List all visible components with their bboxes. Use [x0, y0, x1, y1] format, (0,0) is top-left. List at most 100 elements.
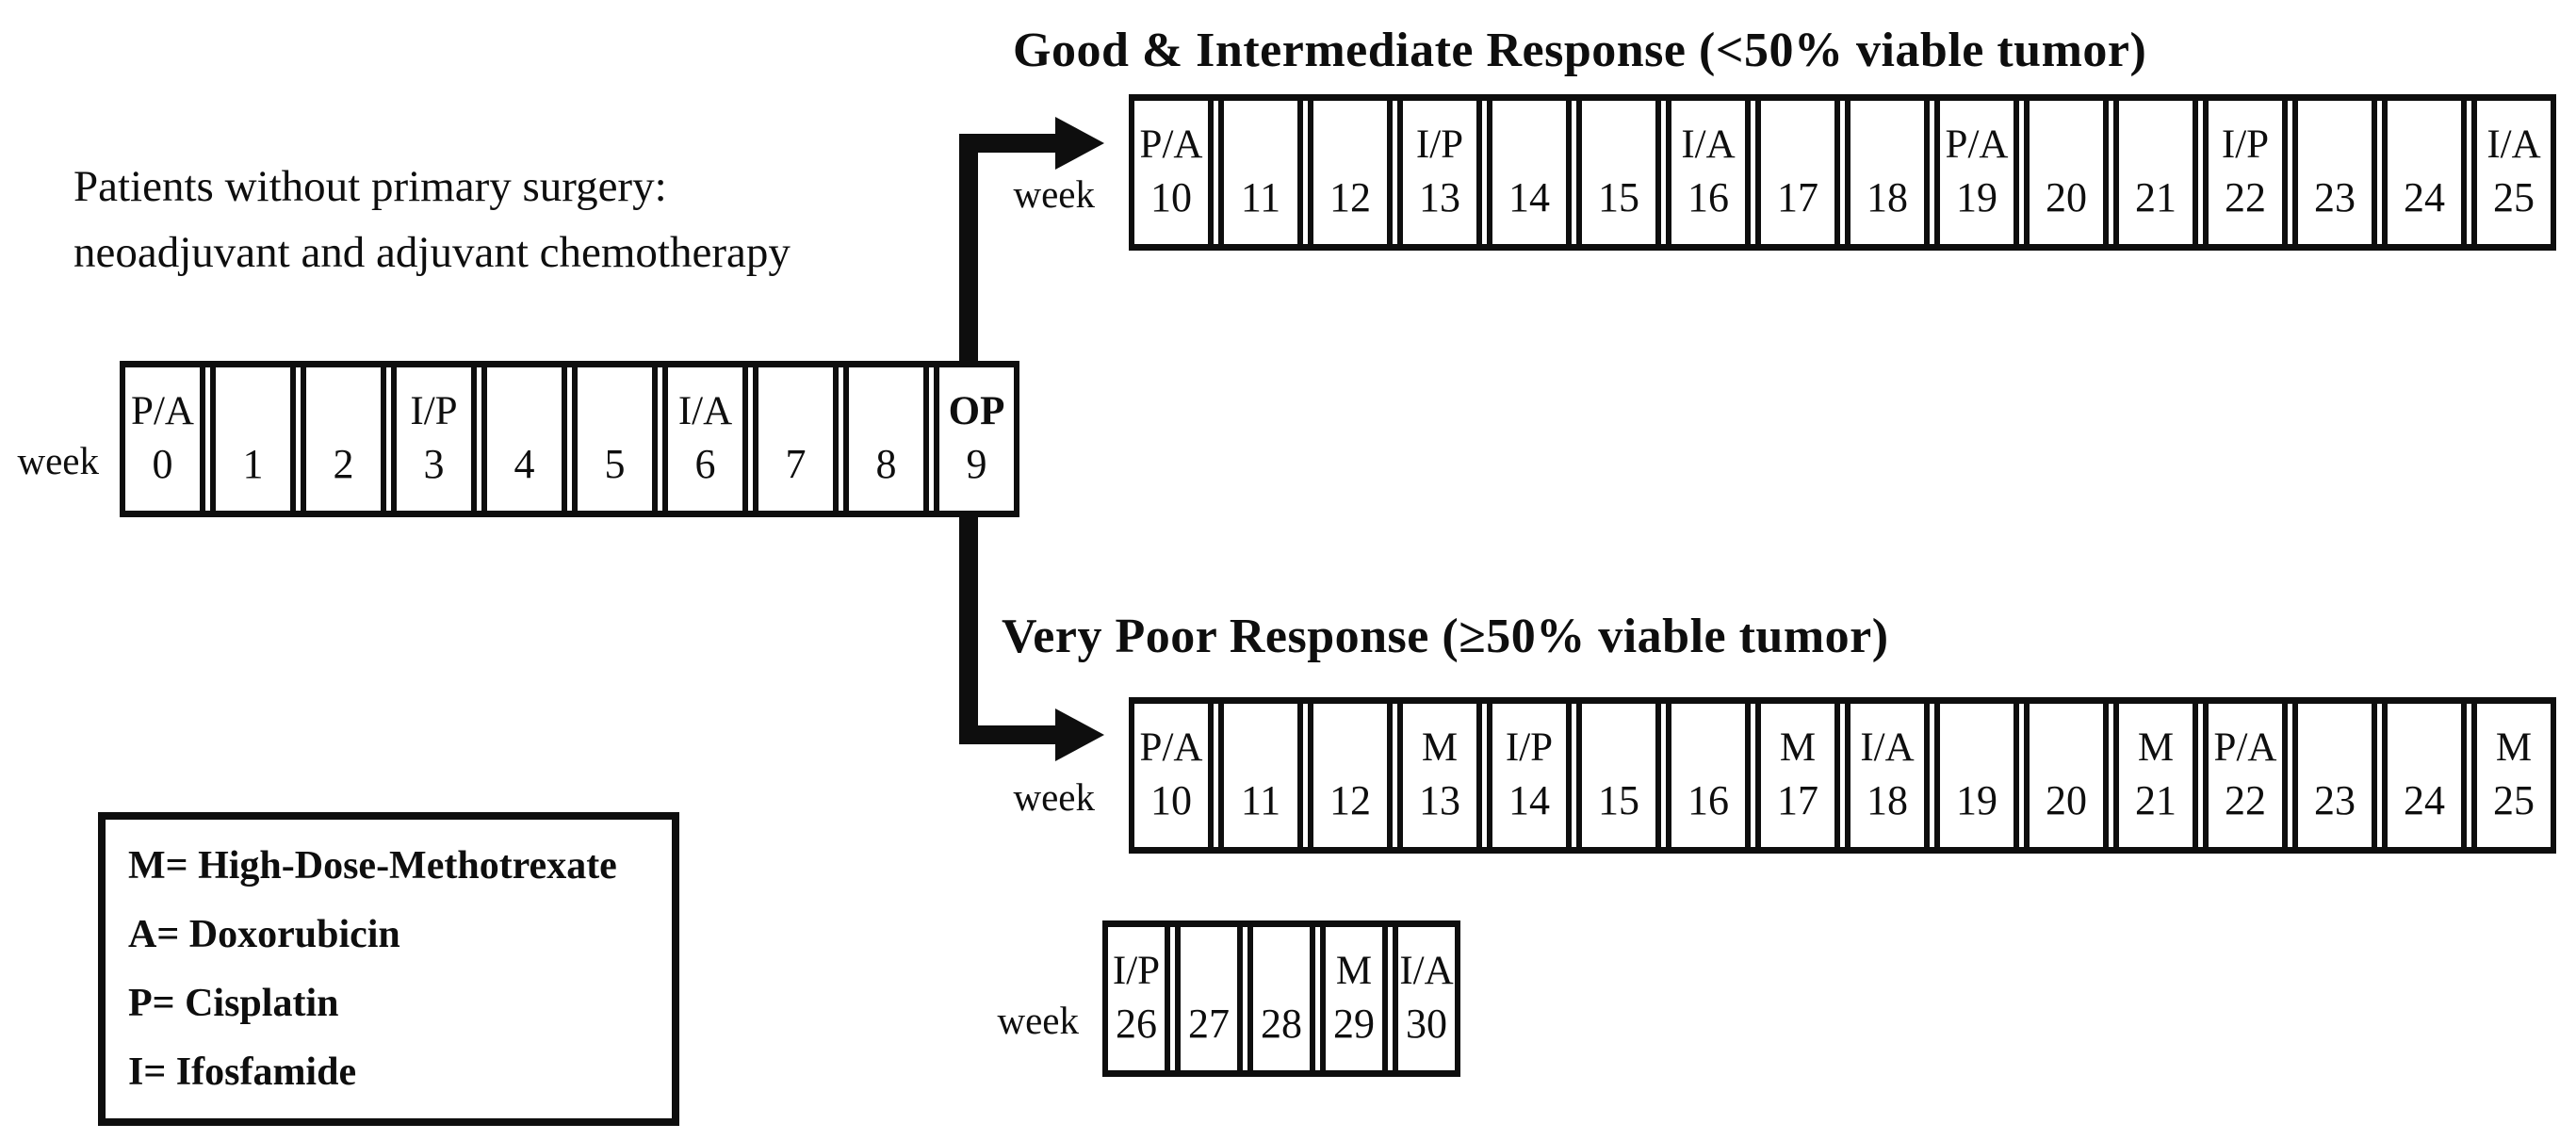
legend-item: P= Cisplatin	[128, 982, 339, 1026]
cell-drug-label: P/A	[1139, 725, 1203, 770]
cell-drug-label: I/A	[1860, 725, 1915, 770]
week-cell: 4	[481, 367, 567, 511]
cell-week-number: 7	[785, 441, 807, 487]
week-cell: 20	[2024, 101, 2109, 244]
cell-week-number: 16	[1687, 174, 1729, 220]
cell-drug-label: I/A	[1681, 122, 1736, 167]
cell-drug-label: P/A	[131, 389, 194, 433]
week-cell: 21	[2113, 101, 2198, 244]
cell-week-number: 22	[2225, 174, 2266, 220]
cell-week-number: 20	[2046, 174, 2087, 220]
arrowhead-icon	[1055, 708, 1104, 761]
cell-week-number: 28	[1261, 1001, 1302, 1047]
cell-week-number: 11	[1240, 174, 1281, 220]
arrow-trunk	[959, 512, 978, 744]
cell-week-number: 3	[423, 441, 445, 487]
cell-week-number: 10	[1150, 174, 1192, 220]
week-cell: I/A 30	[1393, 927, 1460, 1070]
patients-note-line1: Patients without primary surgery:	[73, 162, 667, 211]
cell-week-number: 18	[1867, 777, 1908, 823]
cell-week-number: 23	[2314, 174, 2356, 220]
week-cell: 20	[2024, 704, 2109, 847]
cell-drug-label: M	[1779, 725, 1817, 770]
cell-week-number: 16	[1687, 777, 1729, 823]
cell-drug-label: M	[1421, 725, 1459, 770]
cell-week-number: 30	[1406, 1001, 1447, 1047]
arrowhead-icon	[1055, 117, 1104, 170]
cell-drug-label: P/A	[1945, 122, 2009, 167]
cell-week-number: 5	[604, 441, 626, 487]
week-cell: 23	[2292, 704, 2377, 847]
cell-week-number: 14	[1508, 777, 1550, 823]
week-cell: 28	[1247, 927, 1315, 1070]
cell-drug-label: M	[2495, 725, 2533, 770]
week-cell: 12	[1308, 704, 1393, 847]
cell-week-number: 18	[1867, 174, 1908, 220]
week-cell: 1	[210, 367, 296, 511]
cell-drug-label: I/P	[2221, 122, 2270, 167]
week-cell: 27	[1175, 927, 1243, 1070]
arrow-trunk	[959, 134, 978, 366]
legend-item: A= Doxorubicin	[128, 912, 400, 956]
week-cell: 18	[1845, 101, 1930, 244]
week-cell: P/A 19	[1934, 101, 2019, 244]
cell-week-number: 19	[1956, 777, 1997, 823]
cell-week-number: 12	[1329, 174, 1371, 220]
arrow-arm	[959, 725, 1056, 744]
week-cell: 12	[1308, 101, 1393, 244]
cell-week-number: 24	[2404, 777, 2445, 823]
patients-note: Patients without primary surgery: neoadj…	[73, 155, 791, 285]
cell-drug-label: I/P	[1505, 725, 1554, 770]
cell-week-number: 15	[1598, 174, 1639, 220]
week-cell: 16	[1666, 704, 1751, 847]
cell-week-number: 6	[694, 441, 716, 487]
week-cell: I/A 6	[662, 367, 748, 511]
patients-note-line2: neoadjuvant and adjuvant chemotherapy	[73, 227, 791, 277]
week-cell: 15	[1576, 704, 1661, 847]
week-cell: 23	[2292, 101, 2377, 244]
legend-item: M= High-Dose-Methotrexate	[128, 843, 617, 888]
cell-week-number: 21	[2135, 174, 2177, 220]
week-cell: 2	[301, 367, 386, 511]
week-cell: M 13	[1397, 704, 1482, 847]
week-cell: I/A 16	[1666, 101, 1751, 244]
cell-drug-label: I/A	[1399, 949, 1454, 993]
cell-week-number: 10	[1150, 777, 1192, 823]
week-cell: P/A 10	[1129, 704, 1214, 847]
poor-response-title: Very Poor Response (≥50% viable tumor)	[1002, 610, 1889, 663]
cell-week-number: 4	[514, 441, 535, 487]
week-cell: 5	[572, 367, 658, 511]
cell-week-number: 14	[1508, 174, 1550, 220]
cell-week-number: 12	[1329, 777, 1371, 823]
cell-drug-label: I/A	[677, 389, 733, 433]
cell-drug-label: OP	[948, 389, 1005, 433]
legend-item: I= Ifosfamide	[128, 1050, 357, 1095]
cell-week-number: 1	[242, 441, 264, 487]
cell-week-number: 19	[1956, 174, 1997, 220]
cell-week-number: 23	[2314, 777, 2356, 823]
week-cell: 11	[1218, 101, 1303, 244]
cell-week-number: 20	[2046, 777, 2087, 823]
cell-week-number: 0	[152, 441, 173, 487]
week-cell: P/A 0	[120, 367, 205, 511]
good-response-title: Good & Intermediate Response (<50% viabl…	[1013, 24, 2147, 77]
week-cell: I/A 18	[1845, 704, 1930, 847]
cell-week-number: 2	[333, 441, 354, 487]
cell-week-number: 13	[1419, 777, 1460, 823]
week-cell: 24	[2382, 101, 2467, 244]
week-cell: I/P 14	[1487, 704, 1572, 847]
week-cell: 11	[1218, 704, 1303, 847]
cell-week-number: 17	[1777, 777, 1818, 823]
